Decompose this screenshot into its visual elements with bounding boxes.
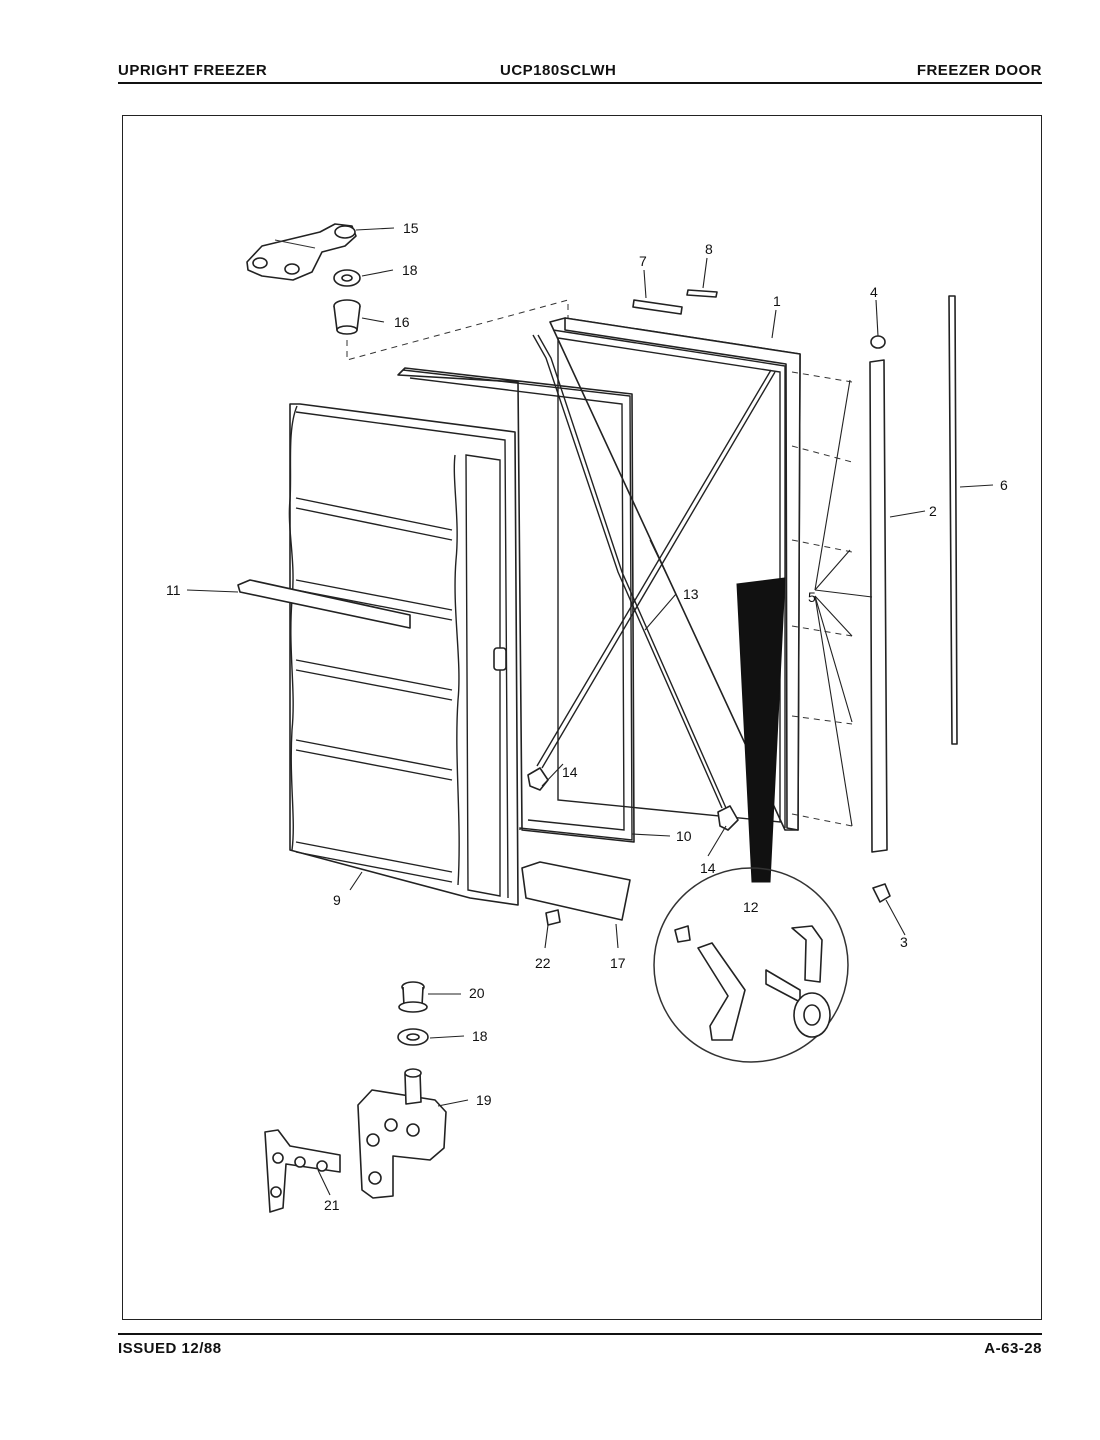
footer-rule [118, 1333, 1042, 1335]
lower-hinge-bracket [357, 1068, 447, 1199]
header-section-title: FREEZER DOOR [916, 62, 1042, 79]
door-bottom-trim [521, 861, 631, 921]
callout-13: 13 [683, 586, 699, 602]
lower-hinge-pin [398, 981, 428, 1013]
brace-bracket-right [717, 805, 739, 831]
callout-18-upper: 18 [402, 262, 418, 278]
callout-22: 22 [535, 955, 551, 971]
callout-10: 10 [676, 828, 692, 844]
callout-14-right: 14 [700, 860, 716, 876]
bottom-plug [872, 883, 891, 903]
door-screws [791, 371, 853, 827]
callout-3: 3 [900, 934, 908, 950]
callout-16: 16 [394, 314, 410, 330]
callout-14-left: 14 [562, 764, 578, 780]
lower-washer [397, 1028, 429, 1046]
door-cross-braces [532, 334, 776, 809]
top-plug [870, 335, 886, 349]
callout-5: 5 [808, 589, 816, 605]
footer-page-code: A-63-28 [984, 1340, 1042, 1357]
brace-bracket-left [527, 767, 549, 791]
leader-lines [186, 227, 994, 1196]
door-trim-strip [686, 289, 718, 298]
callout-4: 4 [870, 284, 878, 300]
callout-18-lower: 18 [472, 1028, 488, 1044]
door-gasket-strip [948, 295, 958, 745]
callout-8: 8 [705, 241, 713, 257]
door-gasket [397, 367, 635, 843]
callout-7: 7 [639, 253, 647, 269]
hinge-shim [264, 1129, 341, 1213]
upper-washer [333, 269, 361, 287]
callout-9: 9 [333, 892, 341, 908]
latch-detail-circle [653, 577, 849, 1063]
upper-hinge-plate [246, 223, 357, 281]
diagram-frame [122, 115, 1042, 1320]
shelf-retainer-bar [237, 579, 411, 629]
callout-17: 17 [610, 955, 626, 971]
header-rule [118, 82, 1042, 84]
callout-6: 6 [1000, 477, 1008, 493]
inner-door-liner [288, 403, 519, 906]
callout-20: 20 [469, 985, 485, 1001]
callout-12: 12 [743, 899, 759, 915]
door-hinge-side-strip [869, 359, 888, 853]
callout-19: 19 [476, 1092, 492, 1108]
footer-issue-date: ISSUED 12/88 [118, 1340, 222, 1357]
door-shield-strip [632, 299, 683, 315]
callout-labels: 15 18 16 7 8 1 4 6 2 5 11 13 14 10 14 12… [166, 220, 1008, 1213]
callout-1: 1 [773, 293, 781, 309]
callout-21: 21 [324, 1197, 340, 1213]
callout-11: 11 [166, 582, 181, 598]
header-left-title: UPRIGHT FREEZER [118, 62, 268, 79]
trim-clip [545, 909, 561, 926]
callout-2: 2 [929, 503, 937, 519]
callout-15: 15 [403, 220, 419, 236]
header-model-number: UCP180SCLWH [500, 62, 617, 79]
hinge-bushing [333, 299, 361, 335]
